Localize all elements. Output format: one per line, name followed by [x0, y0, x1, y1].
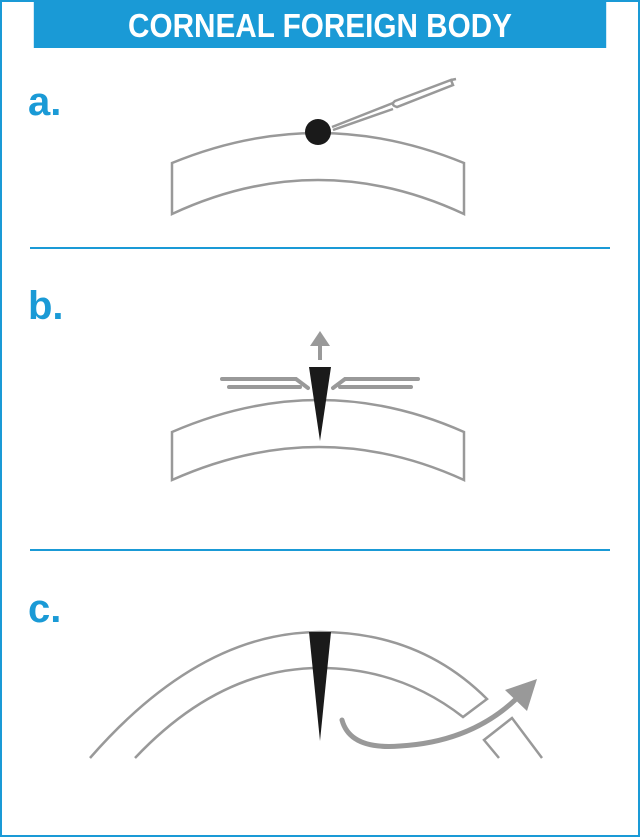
panel-label-b: b. — [28, 284, 64, 328]
panel-c — [89, 630, 543, 759]
panel-b — [170, 331, 466, 482]
diagram-title: CORNEAL FOREIGN BODY — [33, 2, 607, 48]
cornea-section-a — [170, 131, 466, 216]
arrow-up-icon — [310, 331, 330, 360]
panel-a — [170, 77, 466, 216]
panel-label-a: a. — [28, 80, 62, 124]
cornea-section-b — [170, 398, 466, 482]
curved-arrow-icon — [339, 679, 537, 749]
foreign-body-spike-b — [309, 367, 331, 441]
panel-label-c: c. — [28, 587, 62, 631]
globe-wall-c — [89, 630, 489, 759]
needle-icon — [331, 77, 457, 132]
globe-wall-fragment — [482, 716, 543, 759]
foreign-body-spike-c — [309, 632, 331, 741]
eyelid-wings — [220, 377, 420, 390]
foreign-body-dot — [305, 119, 331, 145]
